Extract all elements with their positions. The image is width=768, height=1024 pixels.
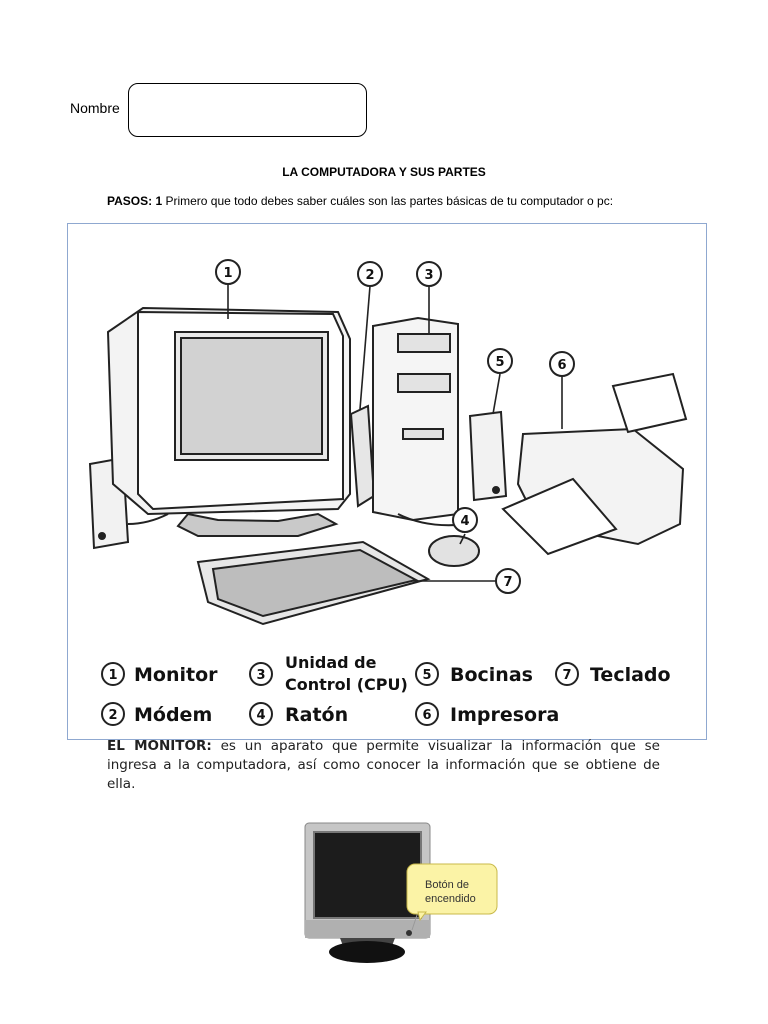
monitor-photo-illustration: Botón de encendido — [300, 820, 510, 970]
page-title: LA COMPUTADORA Y SUS PARTES — [0, 165, 768, 179]
legend-teclado: Teclado — [590, 664, 671, 686]
computer-parts-illustration: 1 2 3 4 5 6 7 1 2 3 4 5 6 7 Monitor — [68, 224, 708, 741]
right-speaker-illustration — [470, 412, 506, 500]
power-button-callout-line2: encendido — [425, 893, 476, 905]
monitor-description-lead: EL MONITOR: — [107, 738, 212, 754]
legend-impresora: Impresora — [450, 704, 559, 726]
callout-1: 1 — [223, 266, 232, 281]
name-field[interactable] — [128, 83, 367, 137]
step-label: PASOS: 1 — [107, 194, 162, 208]
callout-7: 7 — [503, 575, 512, 590]
callout-4: 4 — [460, 514, 469, 529]
legend-num-7: 7 — [562, 668, 571, 683]
legend-raton: Ratón — [285, 704, 348, 726]
legend-cpu-line1: Unidad de — [285, 653, 377, 672]
legend-cpu-line2: Control (CPU) — [285, 675, 408, 694]
callout-6: 6 — [557, 358, 566, 373]
monitor-stand-illustration — [178, 514, 336, 536]
monitor-photo: Botón de encendido — [300, 820, 510, 970]
callout-2: 2 — [365, 268, 374, 283]
legend-bocinas: Bocinas — [450, 664, 533, 686]
legend-modem: Módem — [134, 704, 212, 726]
legend-num-2: 2 — [108, 708, 117, 723]
name-label: Nombre — [70, 100, 120, 116]
legend-num-6: 6 — [422, 708, 431, 723]
legend-num-5: 5 — [422, 668, 431, 683]
legend-num-3: 3 — [256, 668, 265, 683]
power-button-icon — [406, 930, 412, 936]
callout-5: 5 — [495, 355, 504, 370]
step-text: Primero que todo debes saber cuáles son … — [162, 194, 613, 208]
legend-num-1: 1 — [108, 668, 117, 683]
power-button-callout-line1: Botón de — [425, 879, 469, 891]
modem-illustration — [351, 406, 374, 506]
mouse-illustration — [429, 536, 479, 566]
legend-monitor: Monitor — [134, 664, 218, 686]
step-instruction: PASOS: 1 Primero que todo debes saber cu… — [107, 194, 613, 208]
computer-parts-figure: 1 2 3 4 5 6 7 1 2 3 4 5 6 7 Monitor — [67, 223, 707, 740]
legend-num-4: 4 — [256, 708, 265, 723]
monitor-description: EL MONITOR: es un aparato que permite vi… — [107, 737, 660, 794]
callout-3: 3 — [424, 268, 433, 283]
